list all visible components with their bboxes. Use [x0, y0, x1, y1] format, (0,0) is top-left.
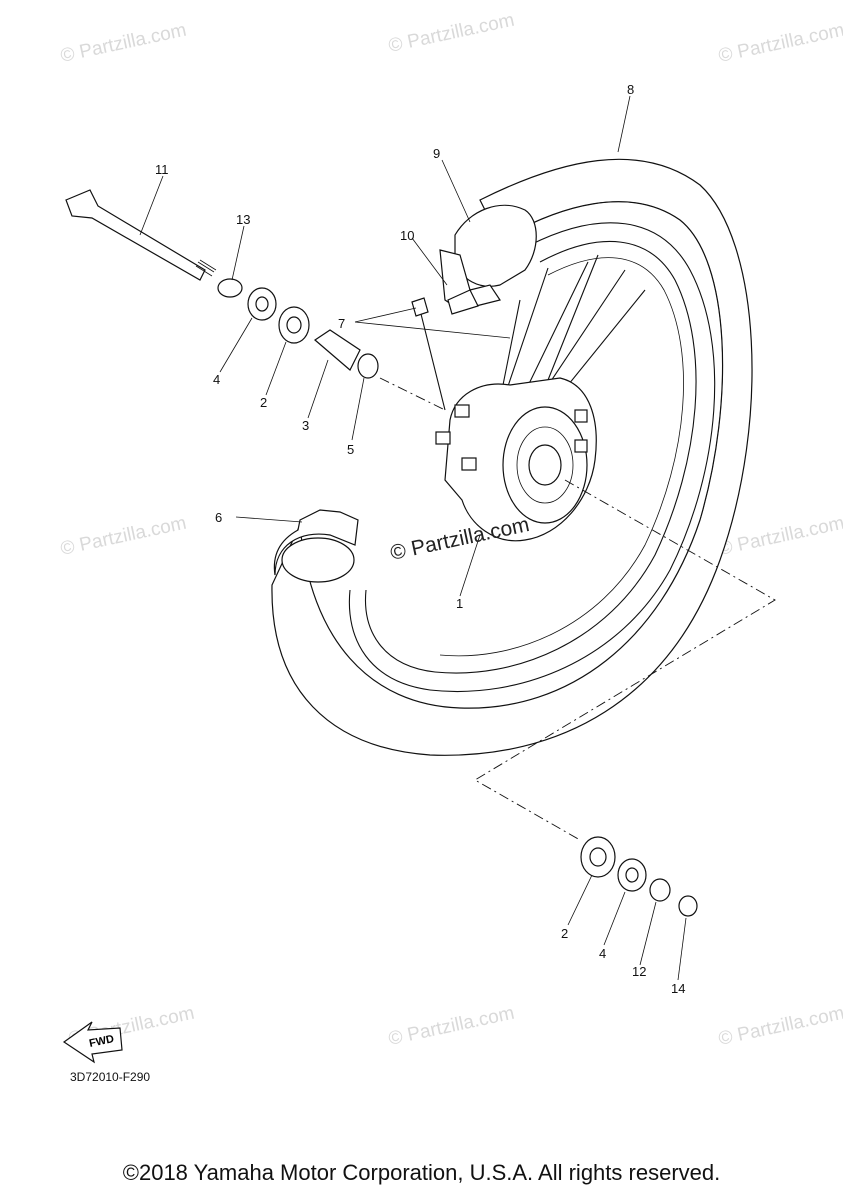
leader-lines [139, 95, 687, 981]
bearing-left [278, 306, 310, 344]
watermark: © Partzilla.com [387, 10, 517, 57]
callouts: 1 2 2 3 4 4 5 6 7 8 9 10 11 13 12 14 [155, 82, 685, 996]
wheel-exploded-diagram: © Partzilla.com © Partzilla.com © Partzi… [59, 10, 843, 1064]
axis-line-right [474, 479, 776, 841]
callout-12: 12 [632, 964, 646, 979]
bearing-right [580, 836, 616, 878]
rim-tape [273, 509, 359, 583]
callout-9: 9 [433, 146, 440, 161]
callout-14: 14 [671, 981, 685, 996]
center-watermark: © Partzilla.com [388, 513, 531, 565]
watermark: © Partzilla.com [717, 1003, 843, 1050]
collar-13 [217, 278, 243, 298]
watermark: © Partzilla.com [717, 20, 843, 67]
watermark: © Partzilla.com [717, 513, 843, 560]
callout-11: 11 [155, 162, 169, 177]
callout-4: 4 [599, 946, 606, 961]
wheel-hub [435, 377, 597, 542]
watermark: © Partzilla.com [387, 1003, 517, 1050]
collar-12 [649, 878, 671, 902]
oil-seal-right [617, 858, 647, 892]
fwd-label: FWD [88, 1033, 115, 1050]
callout-8: 8 [627, 82, 634, 97]
watermark: © Partzilla.com [59, 20, 189, 67]
axle [65, 189, 217, 281]
watermark: © Partzilla.com [59, 513, 189, 560]
spacer-3 [314, 329, 361, 371]
callout-3: 3 [302, 418, 309, 433]
oil-seal-left [247, 287, 277, 321]
axis-line-left [379, 377, 446, 411]
spokes [411, 254, 646, 411]
drawing-code: 3D72010-F290 [70, 1070, 151, 1084]
callout-2: 2 [561, 926, 568, 941]
callout-4: 4 [213, 372, 220, 387]
nut-14 [678, 895, 698, 917]
copyright-notice: ©2018 Yamaha Motor Corporation, U.S.A. A… [122, 1160, 721, 1185]
rim [348, 222, 716, 693]
callout-13: 13 [236, 212, 250, 227]
tire [271, 158, 753, 756]
inner-tube [439, 204, 537, 315]
callout-1: 1 [456, 596, 463, 611]
callout-7: 7 [338, 316, 345, 331]
spacer-flange-5 [357, 353, 379, 379]
callout-5: 5 [347, 442, 354, 457]
callout-10: 10 [400, 228, 414, 243]
callout-2: 2 [260, 395, 267, 410]
fwd-arrow-icon: FWD [62, 1021, 123, 1064]
callout-6: 6 [215, 510, 222, 525]
